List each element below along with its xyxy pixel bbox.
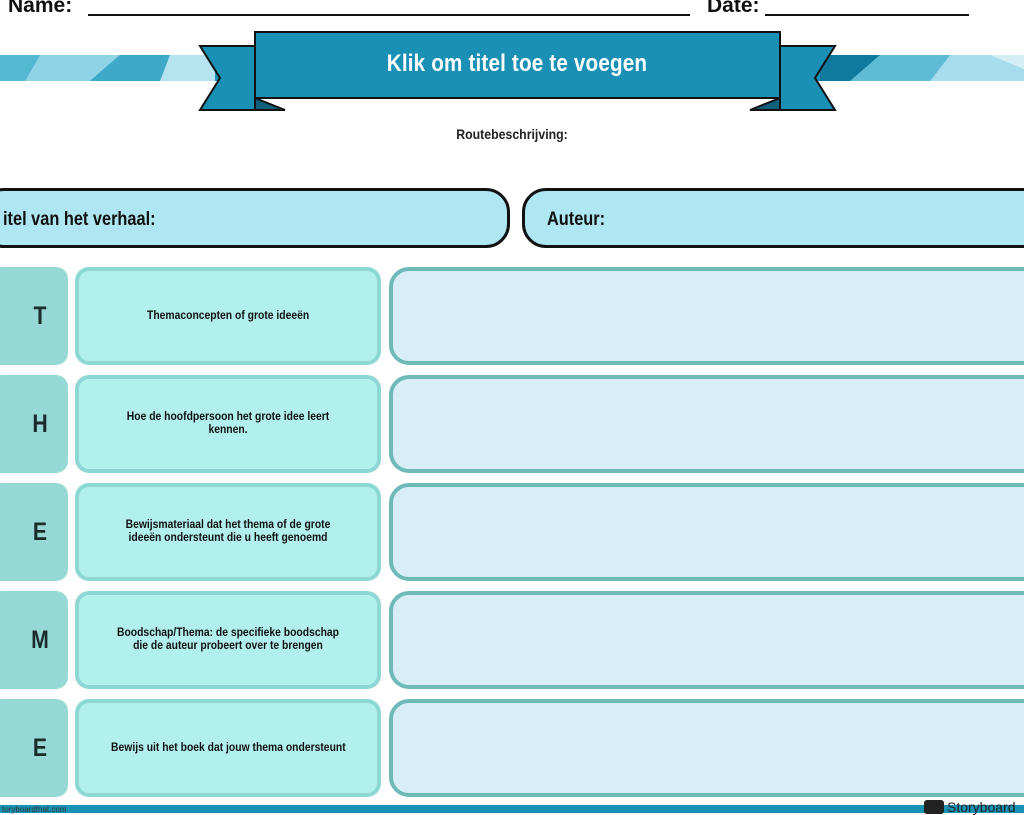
row-letter: E [32,517,48,546]
answer-box[interactable] [389,699,1024,797]
prompt-text: Bewijs uit het boek dat jouw thema onder… [110,741,346,754]
prompt-text: Hoe de hoofdpersoon het grote idee leert… [126,411,330,436]
row-letter: T [33,301,47,330]
brand-name: Storyboard [947,799,1016,815]
answer-box[interactable] [389,591,1024,689]
letter-box: M [0,591,68,689]
footer-url: toryboardthat.com [2,805,67,814]
name-field[interactable] [88,14,690,16]
footer-band [0,805,1024,813]
story-title-field[interactable]: itel van het verhaal: [0,188,510,248]
author-field[interactable]: Auteur: [522,188,1024,248]
row-letter: M [31,625,49,654]
letter-box: E [0,699,68,797]
prompt-box: Bewijsmateriaal dat het thema of de grot… [75,483,381,581]
prompt-text: Boodschap/Thema: de specifieke boodschap… [116,627,339,652]
story-title-label: itel van het verhaal: [3,209,156,230]
storyboard-logo-icon [924,800,944,814]
title-banner [198,31,837,111]
row-letter: E [32,733,48,762]
prompt-box: Themaconcepten of grote ideeën [75,267,381,365]
name-label: Name: [8,0,73,17]
prompt-box: Boodschap/Thema: de specifieke boodschap… [75,591,381,689]
prompt-box: Hoe de hoofdpersoon het grote idee leert… [75,375,381,473]
answer-box[interactable] [389,483,1024,581]
prompt-text: Themaconcepten of grote ideeën [146,309,310,322]
row-letter: H [32,409,48,438]
date-label: Date: [707,0,760,17]
date-field[interactable] [765,14,969,16]
prompt-box: Bewijs uit het boek dat jouw thema onder… [75,699,381,797]
letter-box: E [0,483,68,581]
answer-box[interactable] [389,375,1024,473]
brand-logo: Storyboard [924,799,1015,815]
prompt-text: Bewijsmateriaal dat het thema of de grot… [125,519,331,544]
letter-box: H [0,375,68,473]
worksheet-title[interactable]: Klik om titel toe te voegen [386,50,648,77]
letter-box: T [0,267,68,365]
author-label: Auteur: [547,209,606,230]
directions-label: Routebeschrijving: [456,126,568,142]
answer-box[interactable] [389,267,1024,365]
